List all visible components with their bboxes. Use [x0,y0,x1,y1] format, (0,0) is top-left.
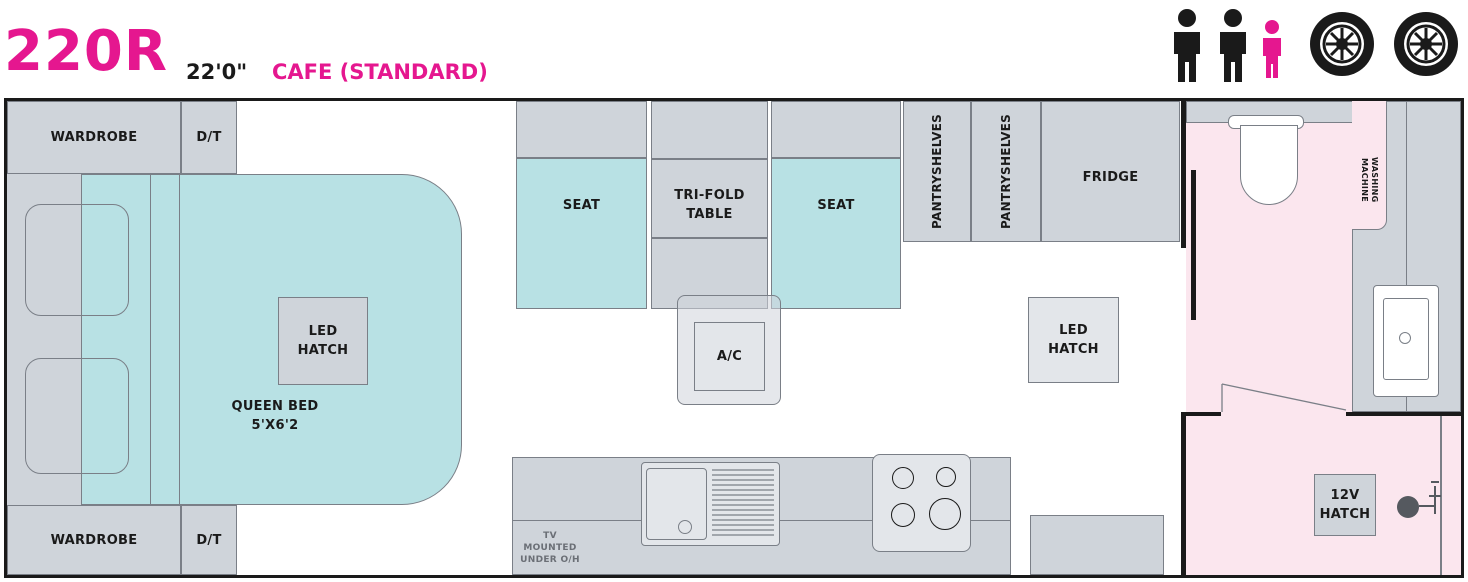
led-hatch-mid-line1: LED [1059,323,1088,338]
pantry1-line2: SHELVES [930,113,944,175]
tyre-icon [1394,12,1458,76]
seat-back-left [516,101,647,158]
tv-line1: TV MOUNTED [523,531,577,553]
queen-bed [7,174,462,505]
sink [641,462,780,546]
seat-left-label: SEAT [562,198,601,213]
fridge [1041,101,1180,242]
occupant-icons [1170,6,1468,86]
queen-bed-label: QUEEN BED 5'X6'2 [210,396,340,436]
pantry-shelves-1-label: PANTRY SHELVES [903,101,971,242]
adult-icon [1174,9,1200,82]
tri-fold-table [651,101,768,309]
dt-bottom [181,505,237,575]
ac-vent [694,322,765,391]
wardrobe-top-label: WARDROBE [50,130,138,145]
ensuite-wall [1181,412,1221,416]
led-hatch-bed-line2: HATCH [297,343,349,358]
queen-bed-line2: 5'X6'2 [251,418,299,433]
table-fold-line [651,237,768,239]
bed-bedside-strip [150,174,180,505]
shower-head-icon [1397,496,1419,518]
tv-line2: UNDER O/H [520,555,580,565]
sink-drainer [712,469,774,536]
pillow [25,204,129,316]
led-hatch-bed-line1: LED [308,324,338,339]
pantry2-line1: PANTRY [999,174,1013,230]
pillow [25,358,129,474]
led-hatch-mid-line2: HATCH [1048,342,1099,357]
dt-top-label: D/T [196,130,222,145]
child-icon [1263,20,1281,78]
seat-back-right [771,101,901,158]
wardrobe-top [7,101,181,174]
dt-top [181,101,237,174]
led-hatch-bed [278,297,368,385]
toilet-icon [1240,125,1298,205]
ac-label: A/C [716,349,743,364]
kitchen-cabinet [1030,515,1164,575]
table-line1: TRI-FOLD [674,188,745,203]
model-length: 22'0" [186,60,248,84]
burner [892,467,914,489]
ensuite-wall [1181,98,1186,248]
table-fold-line [651,158,768,160]
washing-line1: WASHING [1370,157,1379,203]
led-hatch-bed-label: LED HATCH [278,297,368,385]
door-jamb [1191,170,1196,320]
sink-bowl [646,468,707,540]
seat-left [516,158,647,309]
pantry-shelves-1 [903,101,971,242]
bed-headboard [7,174,82,505]
hatch-12v-label: 12V HATCH [1314,474,1376,536]
led-hatch-mid-label: LED HATCH [1028,297,1119,383]
basin-bowl [1383,298,1429,380]
burner [891,503,915,527]
ensuite-wall [1346,412,1464,416]
layout-name: CAFE (STANDARD) [272,60,488,84]
tv-label: TV MOUNTED UNDER O/H [520,531,580,565]
seat-right [771,158,901,309]
pantry2-line2: SHELVES [999,113,1013,175]
tyre-icon [1310,12,1374,76]
model-title: 220R [4,19,169,84]
queen-bed-line1: QUEEN BED [231,399,319,414]
ensuite-wall [1181,412,1186,578]
ensuite-door-swing [1221,383,1347,412]
adult-icon [1220,9,1246,82]
basin-plug [1399,332,1411,344]
wardrobe-bottom [7,505,181,575]
tri-fold-table-label: TRI-FOLD TABLE [651,180,768,230]
dt-bottom-label: D/T [196,532,222,548]
seat-right-label: SEAT [817,198,855,213]
burner [929,498,961,530]
burner [936,467,956,487]
pantry-shelves-2 [971,101,1041,242]
table-line2: TABLE [686,207,733,222]
floorplan-outline [4,98,1464,578]
hatch-12v-line1: 12V [1330,488,1360,503]
washing-machine-front [1352,101,1387,230]
fridge-label: FRIDGE [1082,169,1139,185]
shower-tap-icon [1419,481,1441,514]
sink-plug [678,520,692,534]
washing-line2: MACHINE [1360,158,1369,202]
hatch-12v-line2: HATCH [1319,507,1371,522]
hatch-12v [1314,474,1376,536]
washing-machine-label: WASHING MACHINE [1352,140,1386,220]
led-hatch-mid [1028,297,1119,383]
pantry1-line1: PANTRY [930,174,944,230]
wardrobe-bottom-label: WARDROBE [50,532,138,548]
pantry-shelves-2-label: PANTRY SHELVES [971,101,1041,242]
